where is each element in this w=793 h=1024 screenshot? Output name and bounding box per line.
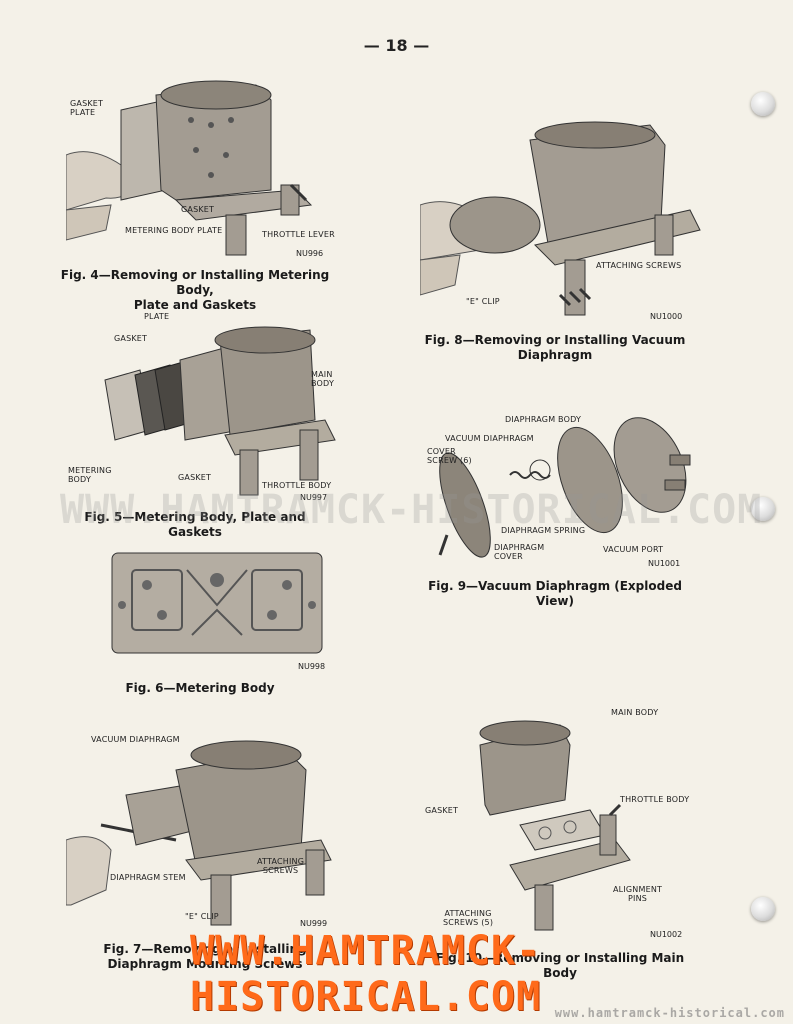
binder-hole-bottom xyxy=(751,897,775,921)
fig4-label-gasket: GASKET xyxy=(181,205,215,214)
watermark-small: www.hamtramck-historical.com xyxy=(554,1006,785,1020)
fig9-label-diaphragm-spring: DIAPHRAGM SPRING xyxy=(501,526,586,535)
fig5-caption: Fig. 5—Metering Body, Plate and Gaskets xyxy=(84,510,306,539)
fig10-illustration xyxy=(479,720,631,931)
fig5-illustration xyxy=(104,326,336,496)
fig6-illustration xyxy=(111,552,323,654)
fig7-label-vacuum-diaphragm: VACUUM DIAPHRAGM xyxy=(91,735,180,744)
fig5-label-gasket-bottom: GASKET xyxy=(178,473,212,482)
fig9-caption: Fig. 9—Vacuum Diaphragm (Exploded View) xyxy=(428,579,682,608)
fig9-label-vacuum-diaphragm: VACUUM DIAPHRAGM xyxy=(445,434,534,443)
fig4-label-throttle-lever: THROTTLE LEVER xyxy=(262,230,335,239)
watermark-bottom: WWW.HAMTRAMCK-HISTORICAL.COM xyxy=(190,928,542,1020)
fig10-code: NU1002 xyxy=(650,930,683,939)
page-number: — 18 — xyxy=(363,36,430,55)
fig8-label-attaching-screws: ATTACHING SCREWS xyxy=(596,261,682,270)
fig8-illustration xyxy=(420,121,701,316)
fig8-caption: Fig. 8—Removing or Installing Vacuum Dia… xyxy=(424,333,686,362)
fig7-code: NU999 xyxy=(300,919,328,928)
fig9-code: NU1001 xyxy=(648,559,681,568)
fig5-label-throttle-body: THROTTLE BODY xyxy=(262,481,332,490)
fig4-caption: Fig. 4—Removing or Installing Metering B… xyxy=(60,268,330,312)
fig4-illustration xyxy=(66,80,313,256)
fig5-code: NU997 xyxy=(300,493,328,502)
binder-hole-middle xyxy=(751,497,775,521)
fig10-label-throttle-body: THROTTLE BODY xyxy=(620,795,690,804)
binder-hole-top xyxy=(751,92,775,116)
fig4-label-metering-body-plate: METERING BODY PLATE xyxy=(125,226,223,235)
fig8-code: NU1000 xyxy=(650,312,683,321)
fig7-illustration xyxy=(66,740,332,926)
fig10-label-main-body: MAIN BODY xyxy=(611,708,659,717)
fig7-label-e-clip: "E" CLIP xyxy=(185,912,219,921)
fig9-illustration xyxy=(438,417,691,558)
watermark-middle: WWW.HAMTRAMCK-HISTORICAL.COM xyxy=(60,487,763,533)
fig9-label-diaphragm-body: DIAPHRAGM BODY xyxy=(505,415,582,424)
fig8-label-e-clip: "E" CLIP xyxy=(466,297,500,306)
fig7-label-diaphragm-stem: DIAPHRAGM STEM xyxy=(110,873,186,882)
fig10-label-gasket: GASKET xyxy=(425,806,459,815)
fig4-code: NU996 xyxy=(296,249,324,258)
fig9-label-vacuum-port: VACUUM PORT xyxy=(603,545,664,554)
fig5-label-plate: PLATE xyxy=(144,312,170,321)
fig5-label-gasket-top: GASKET xyxy=(114,334,148,343)
fig10-caption: Fig. 10—Removing or Installing Main Body xyxy=(435,951,685,980)
fig6-caption: Fig. 6—Metering Body xyxy=(125,681,275,695)
fig6-code: NU998 xyxy=(298,662,326,671)
